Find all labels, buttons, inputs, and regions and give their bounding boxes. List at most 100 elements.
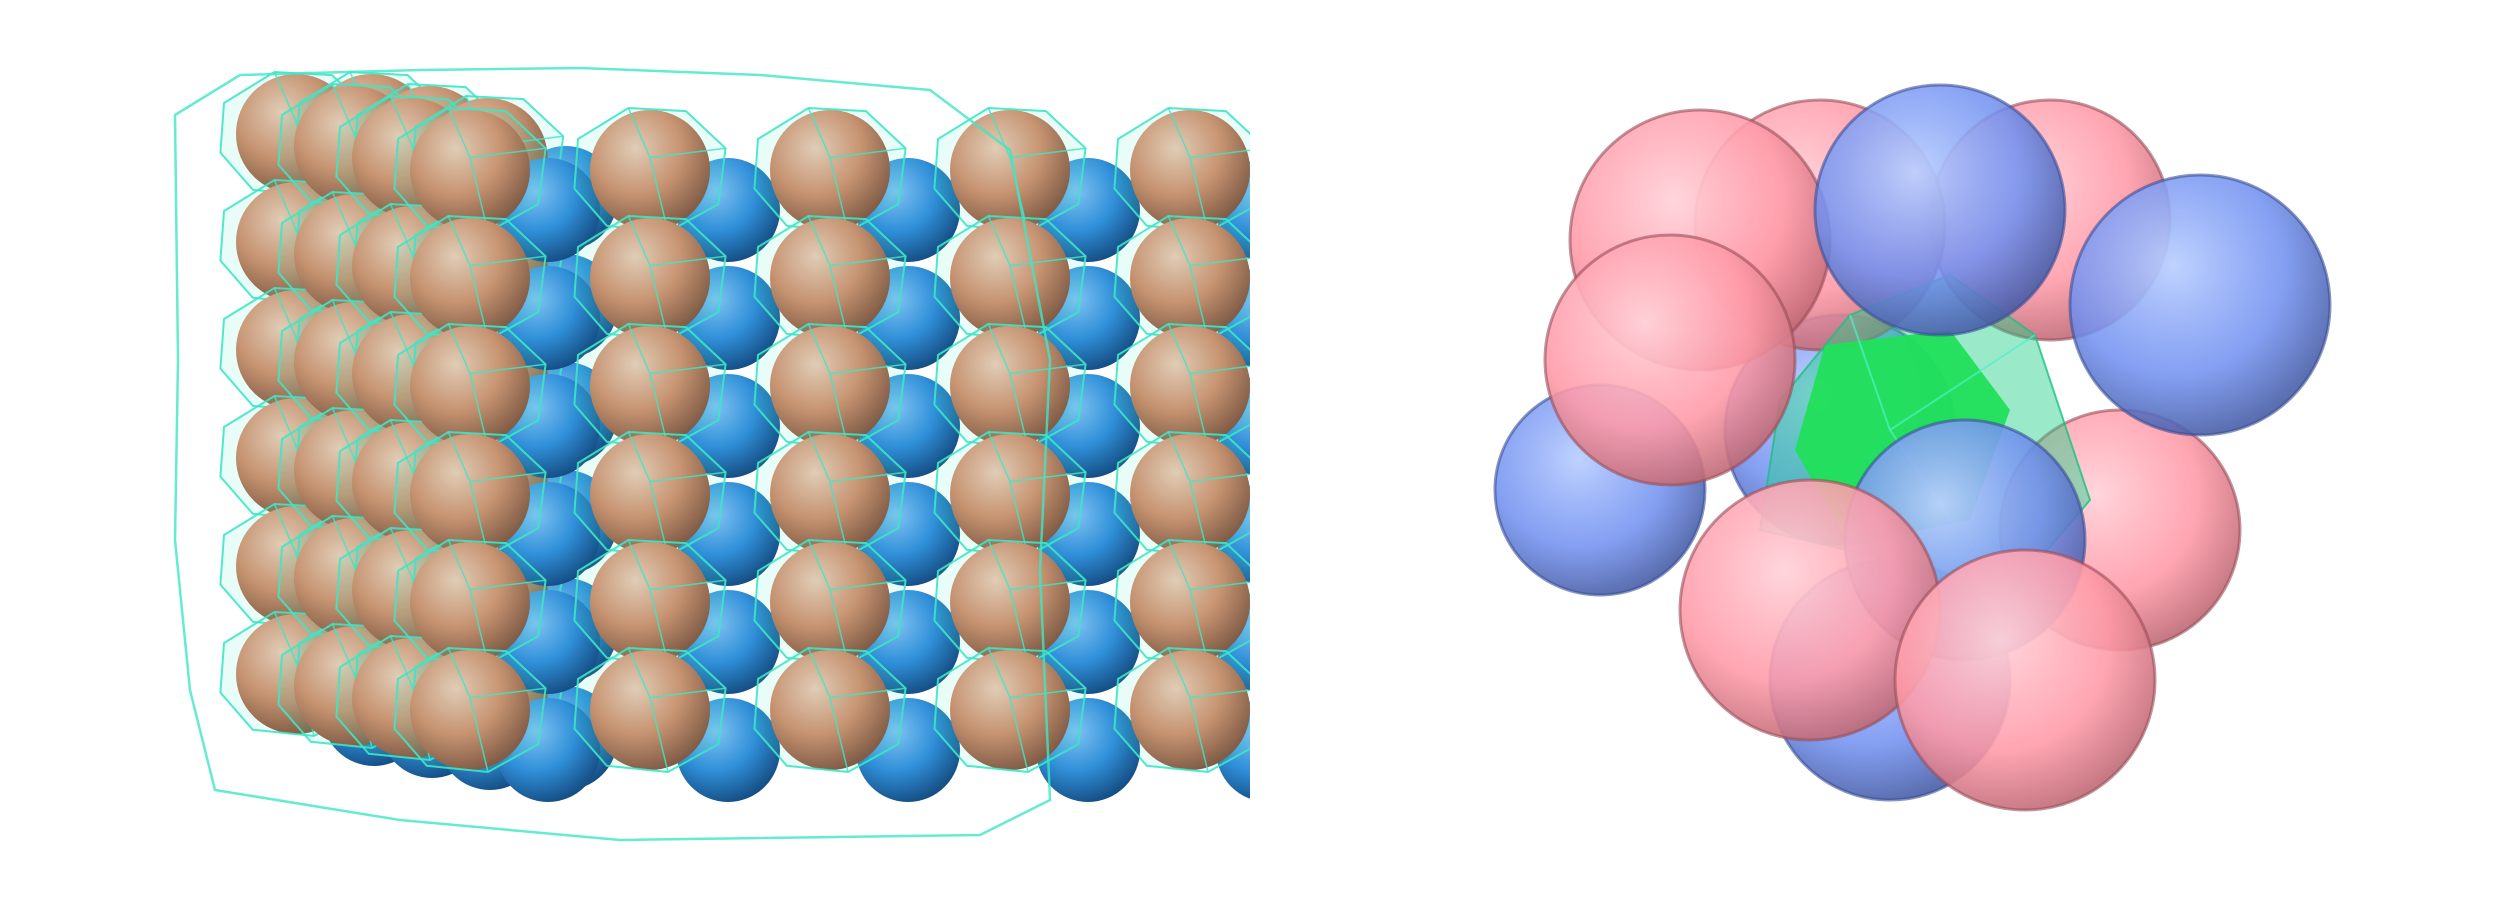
cell-edge xyxy=(829,265,849,341)
cell-wireframe xyxy=(933,430,1087,558)
cell-edge xyxy=(649,697,669,773)
cell-edge xyxy=(469,157,489,233)
sphere-orange xyxy=(410,110,530,230)
sphere-orange xyxy=(410,218,530,338)
cell-edge xyxy=(829,697,849,773)
cell-edge xyxy=(1189,373,1209,449)
sphere-orange xyxy=(590,434,710,554)
cell-edge xyxy=(1189,589,1209,665)
sphere-orange xyxy=(770,434,890,554)
polyhedron-edge xyxy=(1889,334,2036,431)
lattice-cell xyxy=(393,430,600,586)
cell-wireframe xyxy=(933,106,1087,234)
lattice-cell xyxy=(573,214,780,370)
cell-wireframe xyxy=(753,106,907,234)
cell-wireframe xyxy=(573,430,727,558)
sphere-pink xyxy=(1543,233,1797,487)
cell-wireframe xyxy=(573,214,727,342)
sphere-orange xyxy=(770,650,890,770)
cell-wireframe xyxy=(393,646,547,774)
sphere-orange xyxy=(770,110,890,230)
cell-edge xyxy=(1009,697,1029,773)
sphere-orange xyxy=(1130,650,1250,770)
cell-edge xyxy=(1009,481,1029,557)
lattice-cell xyxy=(1113,430,1250,583)
cell-wireframe xyxy=(753,430,907,558)
cell-wireframe xyxy=(1113,106,1250,234)
cell-wireframe xyxy=(933,646,1087,774)
sphere-orange xyxy=(770,542,890,662)
sphere-orange xyxy=(410,434,530,554)
cell-wireframe xyxy=(393,322,547,450)
cell-wireframe xyxy=(753,322,907,450)
cell-wireframe xyxy=(753,538,907,666)
sphere-orange xyxy=(950,110,1070,230)
sphere-orange xyxy=(1130,218,1250,338)
sphere-orange xyxy=(410,650,530,770)
cell-wireframe xyxy=(753,214,907,342)
cell-edge xyxy=(649,265,669,341)
cell-wireframe xyxy=(1113,430,1250,558)
cell-edge xyxy=(829,481,849,557)
cell-wireframe xyxy=(1113,538,1250,666)
lattice-cell xyxy=(1113,106,1250,259)
cell-edge xyxy=(649,157,669,233)
lattice-cell xyxy=(1113,538,1250,691)
cell-edge xyxy=(1009,265,1029,341)
lattice-cell xyxy=(753,430,960,586)
sphere-orange xyxy=(950,434,1070,554)
lattice-cell xyxy=(753,214,960,370)
cell-wireframe xyxy=(1113,646,1250,774)
sphere-orange xyxy=(410,542,530,662)
sphere-orange xyxy=(590,110,710,230)
cell-edge xyxy=(469,589,489,665)
cell-edge xyxy=(1009,589,1029,665)
lattice-packing-view xyxy=(173,66,1250,842)
sphere-orange xyxy=(590,650,710,770)
cell-wireframe xyxy=(393,106,547,234)
sphere-orange xyxy=(770,218,890,338)
cell-edge xyxy=(649,481,669,557)
cell-edge xyxy=(829,373,849,449)
cell-wireframe xyxy=(933,214,1087,342)
cell-edge xyxy=(469,373,489,449)
cell-edge xyxy=(469,265,489,341)
cell-wireframe xyxy=(1113,322,1250,450)
sphere-orange xyxy=(950,650,1070,770)
sphere-orange xyxy=(590,326,710,446)
cell-edge xyxy=(469,481,489,557)
cell-wireframe xyxy=(573,646,727,774)
sphere-orange xyxy=(1130,326,1250,446)
sphere-orange xyxy=(770,326,890,446)
lattice-canvas xyxy=(173,66,1250,842)
cell-wireframe xyxy=(393,430,547,558)
lattice-boundary xyxy=(173,66,1052,842)
cell-wireframe xyxy=(933,538,1087,666)
cluster-canvas xyxy=(1493,83,2332,812)
sphere-orange xyxy=(1130,434,1250,554)
cell-wireframe xyxy=(573,322,727,450)
sphere-orange xyxy=(590,218,710,338)
sphere-orange xyxy=(590,542,710,662)
cell-edge xyxy=(1189,697,1209,773)
cell-edge xyxy=(829,157,849,233)
lattice-cell xyxy=(1113,646,1250,799)
lattice-cell xyxy=(933,538,1140,694)
cell-edge xyxy=(1189,157,1209,233)
lattice-cell xyxy=(753,646,960,802)
cell-edge xyxy=(469,697,489,773)
cell-wireframe xyxy=(573,538,727,666)
cell-wireframe xyxy=(393,538,547,666)
cell-wireframe xyxy=(753,646,907,774)
cell-edge xyxy=(649,589,669,665)
cell-wireframe xyxy=(1113,214,1250,342)
lattice-cell xyxy=(933,430,1140,586)
sphere-orange xyxy=(950,326,1070,446)
cell-edge xyxy=(649,373,669,449)
cell-edge xyxy=(1189,481,1209,557)
cell-wireframe xyxy=(393,214,547,342)
cell-edge xyxy=(829,589,849,665)
sphere-orange xyxy=(410,326,530,446)
lattice-cell xyxy=(393,538,600,694)
sphere-orange xyxy=(1130,542,1250,662)
